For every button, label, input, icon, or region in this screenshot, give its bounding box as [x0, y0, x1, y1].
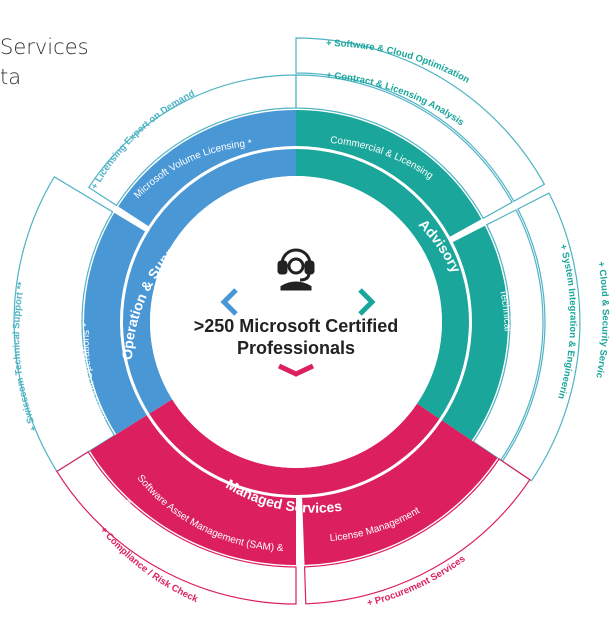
swisscom-support-label: + Swisscom Technical Support **: [11, 281, 40, 433]
compliance-risk-arc: [56, 450, 297, 605]
operation-support-inner-ring: [122, 149, 296, 414]
header-line-2: ta: [0, 65, 22, 89]
operation-support-upper-band: [118, 110, 296, 227]
procurement-arc: [303, 458, 531, 605]
chevron-left-icon: [220, 288, 238, 316]
advisory-commercial-band: [296, 110, 482, 237]
header-line-1: Services: [0, 35, 89, 59]
advisory-technical-band: [441, 225, 508, 441]
managed-left-band: [89, 415, 297, 565]
managed-right-band: [302, 420, 498, 565]
chevron-down-icon: [277, 363, 315, 377]
header-fragment: Services ta: [0, 32, 120, 89]
chevron-right-icon: [358, 288, 376, 316]
operation-support-left-band: [84, 212, 147, 435]
contract-analysis-arc: [295, 74, 513, 220]
center-title-line-1: >250 Microsoft Certified: [194, 316, 399, 336]
swisscom-support-arc: [13, 175, 116, 473]
software-cloud-arc: [295, 37, 546, 203]
center-disc: [150, 176, 442, 468]
managed-services-inner-ring: [149, 399, 440, 495]
commercial-support-label: Commercial Support *: [45, 332, 75, 431]
wheel-segments: [84, 110, 508, 565]
outer-magenta-arcs: [56, 450, 531, 605]
advisory-inner-ring: [296, 149, 469, 419]
headset-icon: [277, 248, 315, 291]
center-title-line-2: Professionals: [237, 338, 355, 358]
